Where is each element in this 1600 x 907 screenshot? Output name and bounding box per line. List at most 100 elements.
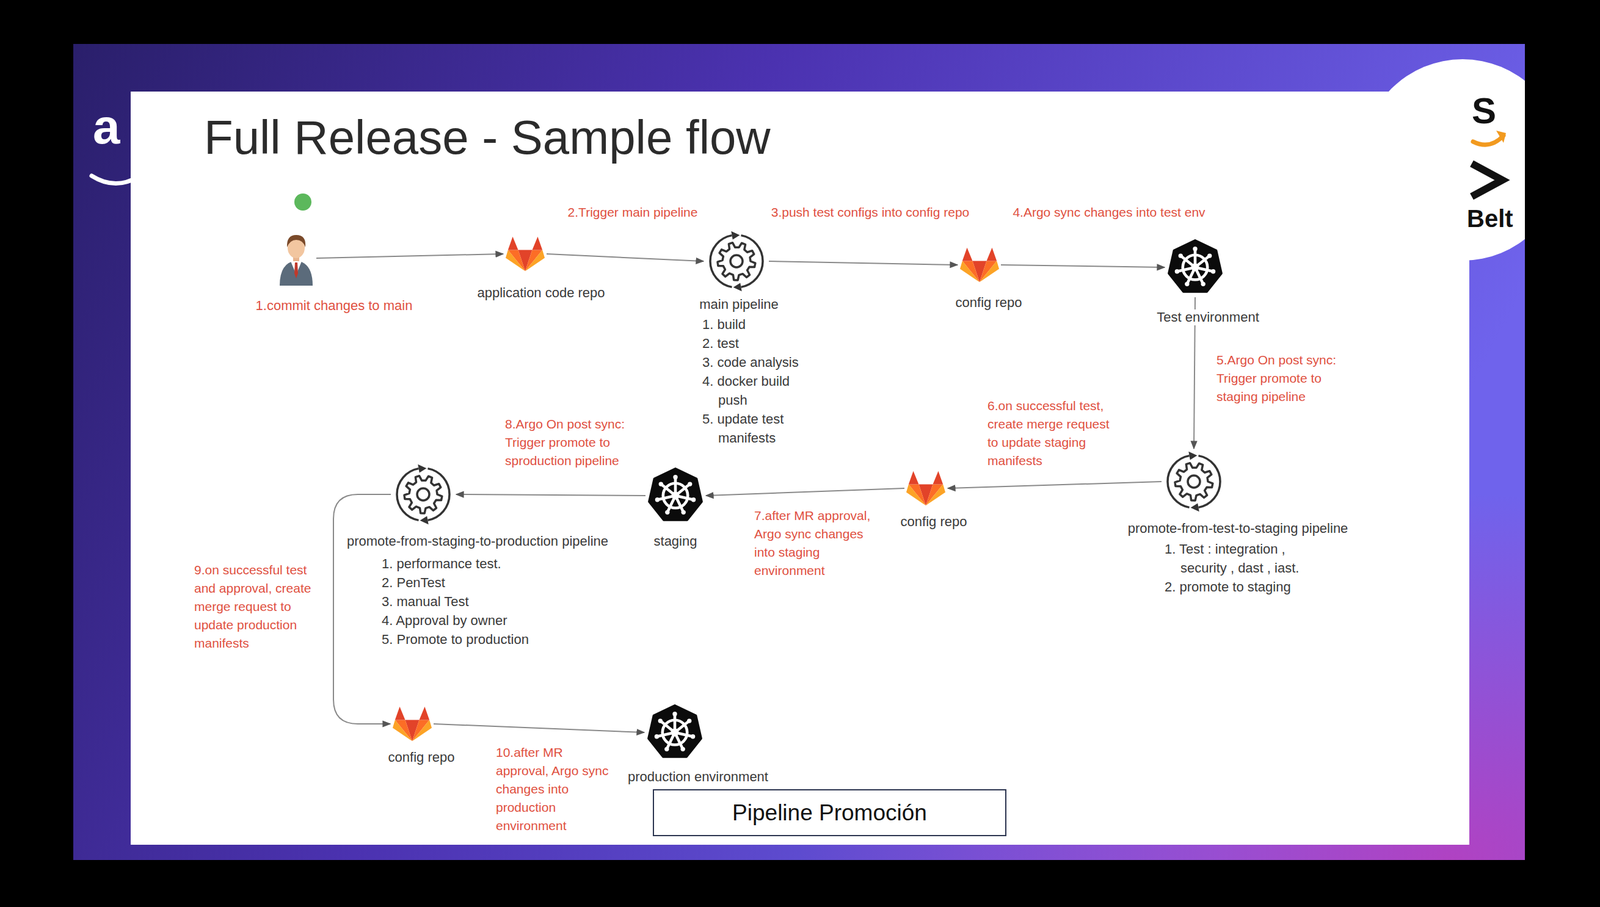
icon-part (671, 729, 680, 738)
logo-letter: a (92, 102, 121, 152)
step-label: 10.after MR approval, Argo sync changes … (495, 743, 612, 836)
icon-part (665, 510, 670, 515)
gitlab-repo-icon (906, 470, 946, 507)
icon-part (680, 510, 686, 515)
icon-part (1167, 456, 1190, 509)
flow-node: config repo (906, 470, 946, 507)
icon-part (1198, 456, 1221, 509)
flow-connector (316, 254, 504, 259)
icon-part (420, 516, 429, 525)
icon-part (678, 496, 694, 501)
flow-node: production environment (646, 704, 703, 761)
list-item: 1. performance test. (381, 554, 565, 574)
list-item: 5. update test manifests (702, 409, 819, 448)
icon-part (673, 714, 677, 730)
text-group: Test environment (1156, 309, 1260, 326)
list-item: 1. build (702, 315, 819, 335)
node-label: promote-from-staging-to-production pipel… (346, 533, 609, 550)
icon-part (1200, 282, 1205, 287)
developer-icon (277, 230, 315, 286)
icon-part (1180, 255, 1193, 266)
text-group: 1. build2. test3. code analysis4. docker… (702, 315, 819, 448)
icon-part (676, 498, 684, 513)
step-label: 3.push test configs into config repo (771, 203, 970, 222)
list-item: 1. Test : integration , security , dast … (1164, 539, 1318, 578)
icon-part (671, 492, 680, 501)
list-item: 4. Approval by owner (381, 611, 565, 631)
icon-part (664, 747, 669, 752)
node-label: staging (654, 533, 698, 550)
icon-part (658, 718, 663, 724)
node-label: config repo (388, 749, 455, 766)
icon-part (649, 469, 702, 521)
icon-part (677, 721, 689, 731)
icon-part (1176, 268, 1192, 272)
text-group: promote-from-test-to-staging pipeline (1127, 520, 1349, 537)
caption-text: Pipeline Promoción (732, 800, 928, 827)
icon-part (660, 721, 672, 731)
flow-node: application code repo (505, 235, 545, 273)
node-label: production environment (627, 769, 769, 786)
step-label: 5.Argo On post sync: Trigger promote to … (1216, 351, 1357, 407)
flow-node: staging (647, 467, 704, 524)
icon-part (986, 247, 998, 262)
icon-part (392, 720, 413, 742)
step-label: 6.on successful test, create merge reque… (987, 396, 1119, 471)
icon-part (648, 705, 702, 758)
pink-glow (73, 43, 1525, 861)
icon-part (672, 475, 678, 480)
icon-part (1174, 463, 1213, 501)
icon-part (656, 733, 672, 738)
text-group: config repo (900, 514, 968, 531)
icon-part (1190, 503, 1200, 512)
icon-part (417, 464, 427, 474)
icon-part (505, 250, 526, 272)
flow-connector (456, 494, 646, 496)
pipeline-gear-icon (705, 230, 768, 292)
icon-part (532, 236, 543, 251)
icon-part (1187, 475, 1200, 488)
flow-node: config repo (392, 705, 432, 743)
text-group: config repo (955, 294, 1023, 311)
icon-part (730, 255, 743, 268)
step-label: 2.Trigger main pipeline (567, 203, 699, 222)
caption-box: Pipeline Promoción (652, 789, 1007, 837)
slide-title: Full Release - Sample flow (203, 109, 771, 165)
icon-part (508, 236, 519, 251)
list-item: 2. promote to staging (1164, 577, 1318, 597)
flow-node: promote-from-staging-to-production pipel… (392, 464, 454, 526)
text-group: 1. Test : integration , security , dast … (1164, 539, 1318, 597)
icon-part (417, 488, 430, 501)
node-label: application code repo (476, 285, 605, 302)
icon-part (1193, 249, 1197, 265)
icon-part (672, 712, 677, 717)
node-label: config repo (900, 514, 968, 531)
icon-part (730, 231, 740, 240)
flow-connector (433, 724, 645, 733)
node-label: main pipeline (699, 296, 779, 313)
icon-part (677, 484, 690, 494)
flow-node: promote-from-test-to-staging pipeline1. … (1163, 451, 1225, 513)
icon-part (1168, 240, 1222, 292)
slide (130, 91, 1470, 846)
icon-part (404, 476, 443, 514)
icon-part (962, 247, 973, 262)
icon-part (687, 718, 692, 724)
icon-part (908, 471, 920, 485)
icon-part (933, 471, 944, 485)
logo-chevron (1471, 163, 1503, 197)
text-group: application code repo (476, 285, 605, 302)
icon-part (1191, 263, 1200, 272)
text-group: staging (654, 533, 698, 550)
icon-part (690, 734, 695, 739)
icon-part (925, 484, 946, 507)
icon-part (412, 720, 432, 742)
icon-part (691, 497, 696, 502)
status-dot (294, 193, 312, 211)
icon-part (279, 260, 313, 286)
gitlab-repo-icon (960, 246, 1000, 284)
icon-part (294, 262, 299, 279)
icon-part (395, 707, 406, 721)
icon-part (676, 735, 683, 750)
flow-node: main pipeline1. build2. test3. code anal… (705, 230, 768, 292)
